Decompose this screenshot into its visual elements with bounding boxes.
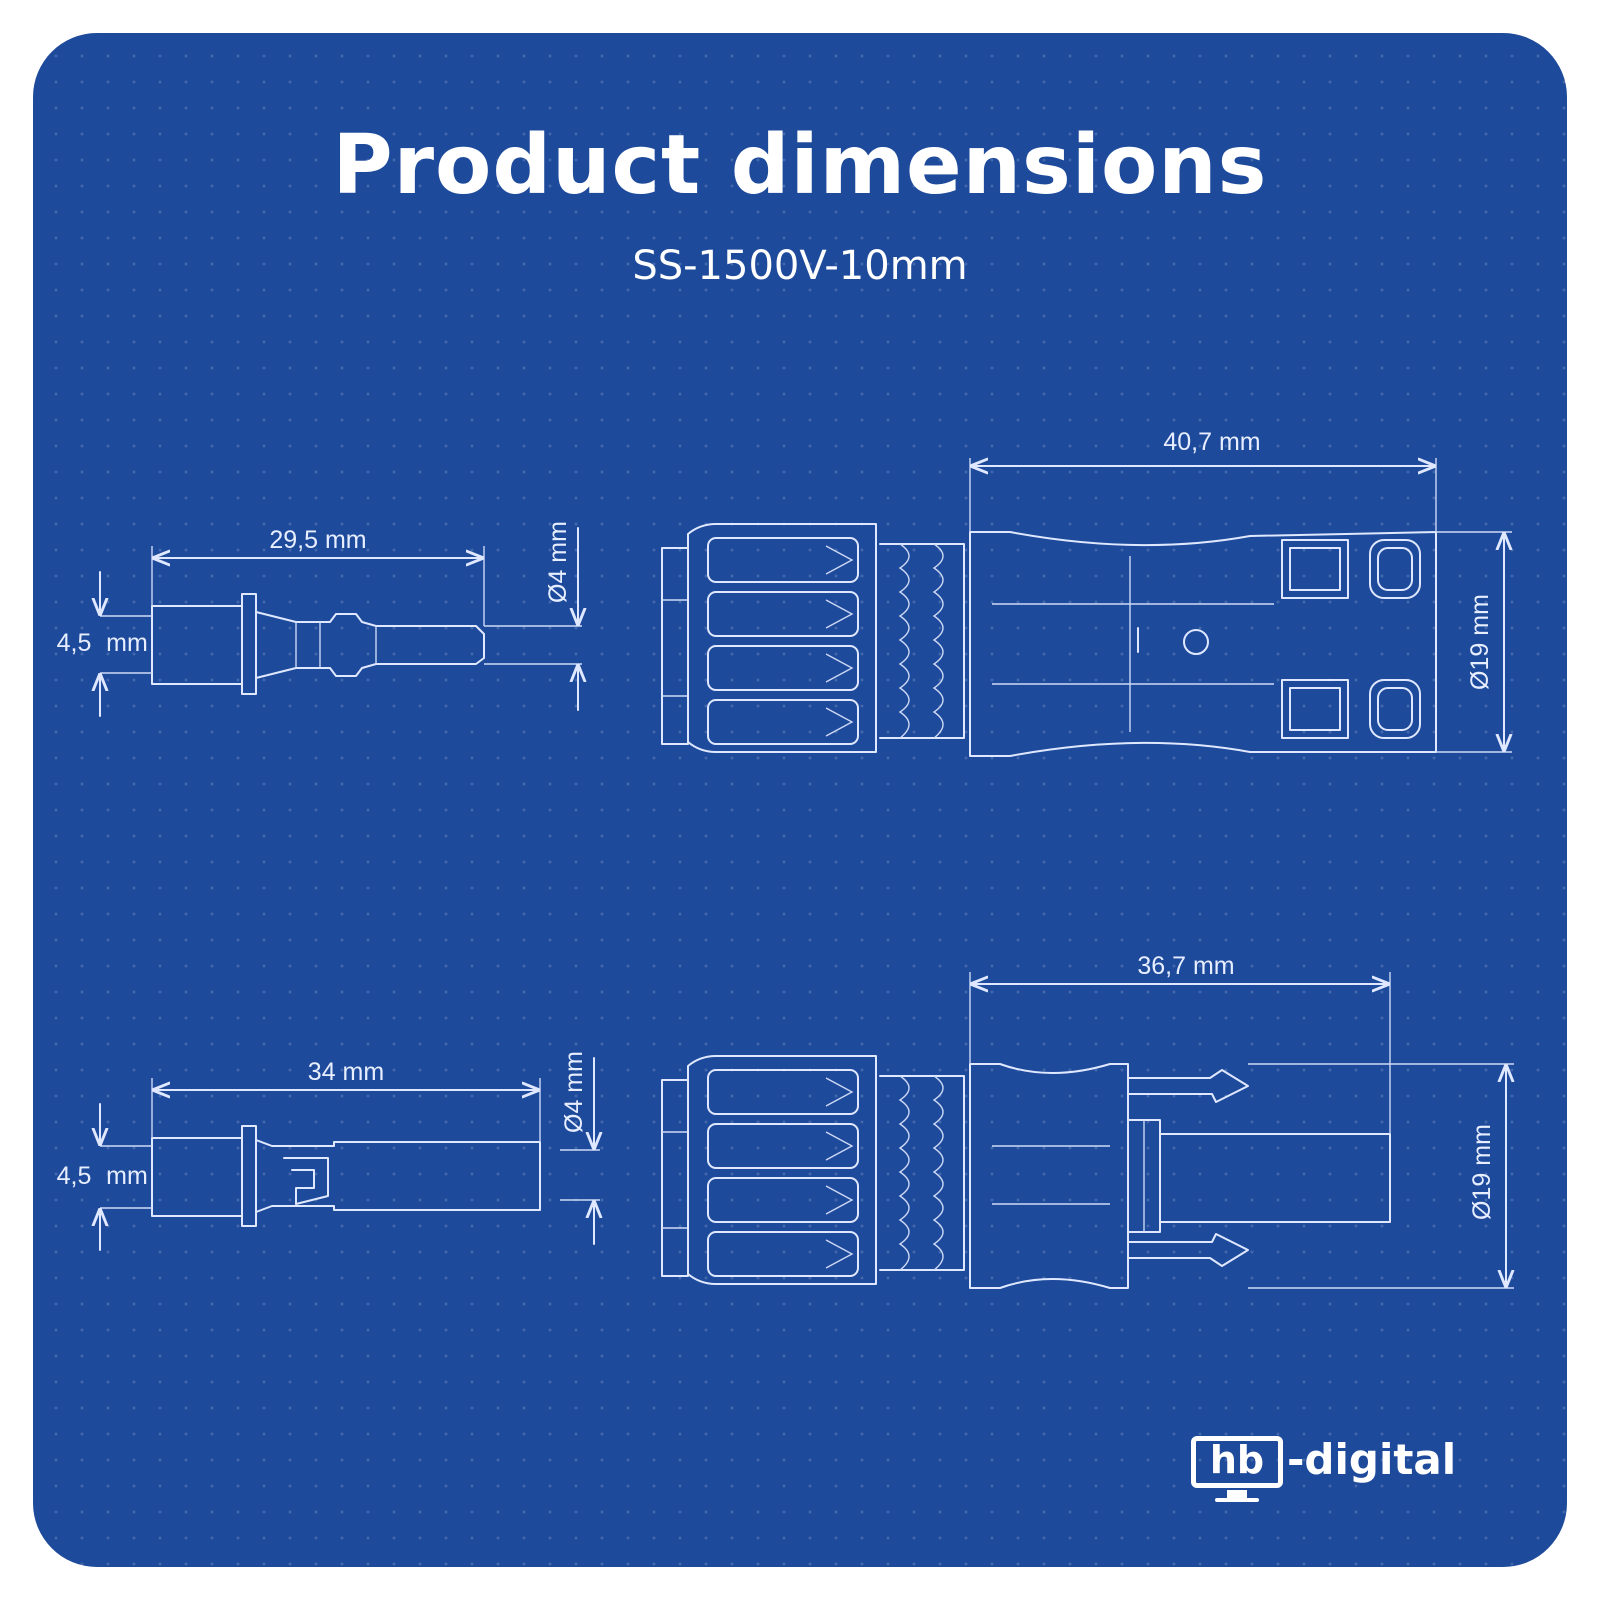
bottom-connector-body bbox=[969, 1063, 1129, 1289]
brand-monitor-stand bbox=[1227, 1490, 1247, 1498]
top-pin-length-label: 29,5 mm bbox=[269, 526, 366, 554]
top-connector-body bbox=[969, 531, 1437, 757]
brand-mark: hb bbox=[1209, 1438, 1265, 1482]
page-title: Product dimensions bbox=[332, 118, 1268, 213]
bottom-pin-collar bbox=[241, 1125, 257, 1227]
top-connector-nut bbox=[687, 523, 877, 753]
bottom-connector-end-cap bbox=[661, 1079, 689, 1277]
blueprint-panel bbox=[33, 33, 1567, 1567]
bottom-pin-crimp-barrel bbox=[151, 1137, 243, 1217]
bottom-connector-latch-top bbox=[1127, 1069, 1249, 1103]
product-model: SS-1500V-10mm bbox=[632, 243, 968, 289]
top-pin-body bbox=[255, 611, 485, 679]
top-pin-diameter-label: Ø4 mm bbox=[544, 521, 572, 603]
bottom-pin-diameter-label: Ø4 mm bbox=[560, 1051, 588, 1133]
bottom-pin-body bbox=[255, 1139, 541, 1213]
brand-name: -digital bbox=[1287, 1435, 1457, 1484]
bottom-connector-latch-bottom bbox=[1127, 1233, 1249, 1267]
bottom-pin-width-unit: mm bbox=[106, 1162, 148, 1190]
top-pin-width-unit: mm bbox=[106, 629, 148, 657]
top-connector-thread bbox=[879, 543, 965, 739]
bottom-connector-drawing bbox=[661, 972, 1514, 1289]
brand-monitor-icon: hb bbox=[1191, 1436, 1283, 1488]
top-pin-crimp-barrel bbox=[151, 605, 243, 685]
bottom-pin-drawing bbox=[100, 1057, 600, 1251]
bottom-connector-nut bbox=[687, 1055, 877, 1285]
bottom-pin-width-value: 4,5 bbox=[57, 1162, 92, 1190]
bottom-pin-latch bbox=[283, 1157, 329, 1205]
top-connector-length-label: 40,7 mm bbox=[1163, 428, 1260, 456]
brand-monitor-base bbox=[1215, 1498, 1259, 1502]
top-connector-end-cap bbox=[661, 547, 689, 745]
top-pin-drawing bbox=[100, 527, 582, 717]
bottom-connector-thread bbox=[879, 1075, 965, 1271]
top-connector-drawing bbox=[661, 458, 1512, 757]
bottom-connector-length-label: 36,7 mm bbox=[1137, 952, 1234, 980]
bottom-pin-length-label: 34 mm bbox=[308, 1058, 384, 1086]
top-pin-collar bbox=[241, 593, 257, 695]
top-pin-width-value: 4,5 bbox=[57, 629, 92, 657]
top-connector-diameter-label: Ø19 mm bbox=[1466, 594, 1494, 690]
brand-logo: hb -digital bbox=[1191, 1432, 1491, 1512]
bottom-connector-tube bbox=[1159, 1133, 1391, 1223]
top-connector-logo-mark bbox=[1183, 629, 1209, 655]
bottom-connector-diameter-label: Ø19 mm bbox=[1468, 1124, 1496, 1220]
